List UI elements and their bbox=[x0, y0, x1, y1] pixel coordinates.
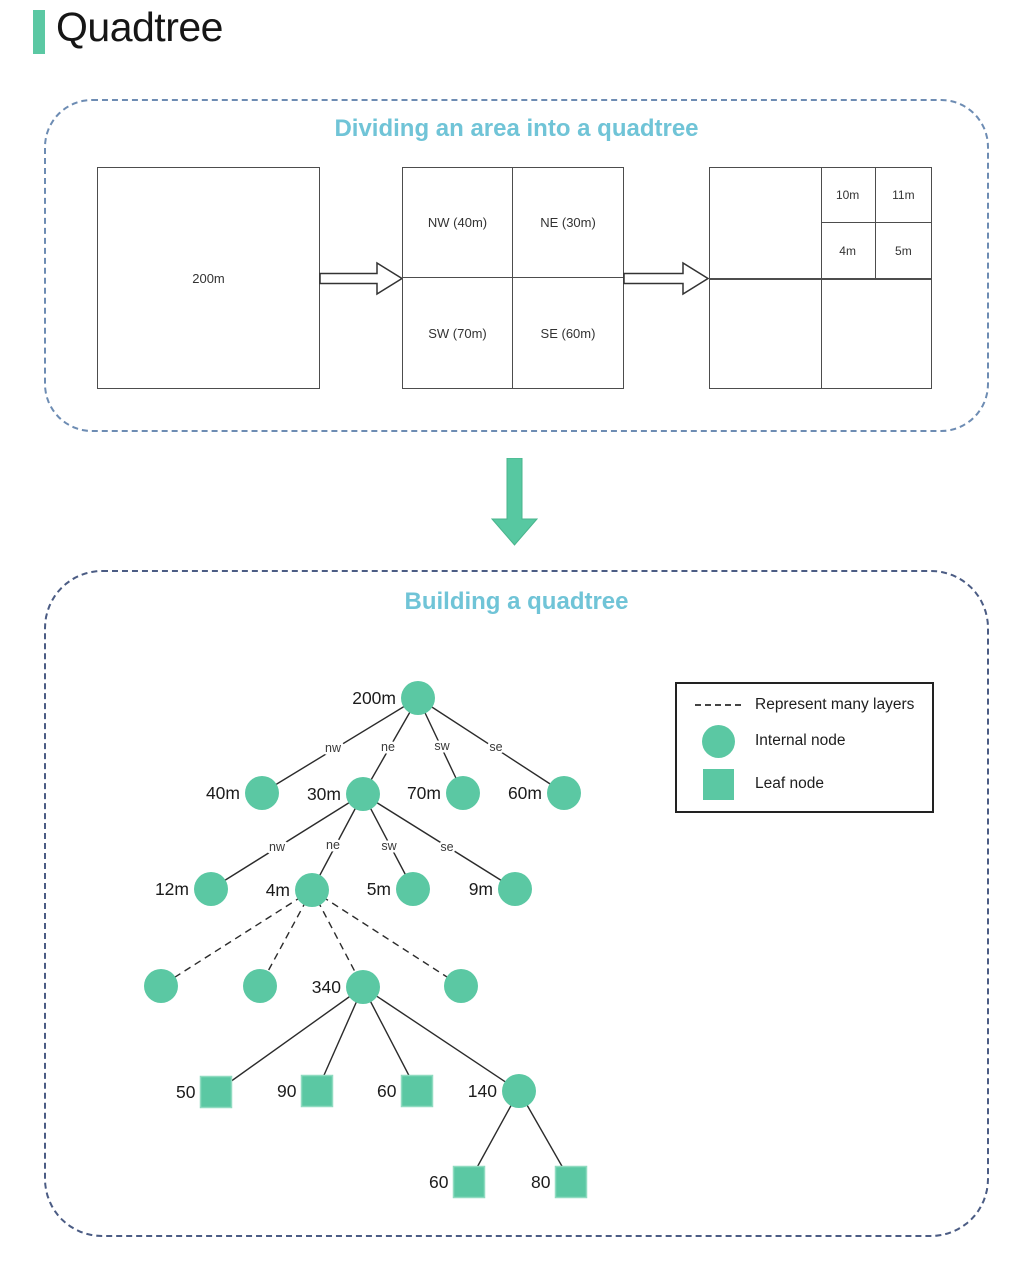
right-arrow-icon bbox=[623, 261, 710, 296]
building-panel-title: Building a quadtree bbox=[404, 588, 629, 615]
legend-row-internal-node: Internal node bbox=[687, 724, 922, 758]
quadrant-ne: NE (30m) bbox=[513, 168, 623, 278]
quadrant-sw: SW (70m) bbox=[403, 278, 513, 388]
legend: Represent many layers Internal node Leaf… bbox=[675, 682, 934, 813]
building-panel: Building a quadtree Represent many layer… bbox=[44, 570, 989, 1237]
subcell-10m: 10m bbox=[820, 168, 876, 223]
right-arrow-icon bbox=[319, 261, 404, 296]
subcell-11m: 11m bbox=[875, 168, 931, 223]
page-title: Quadtree bbox=[56, 4, 223, 50]
area-square-quadrants: NW (40m) NE (30m) SW (70m) SE (60m) bbox=[402, 167, 624, 389]
leaf-node-icon bbox=[687, 768, 749, 800]
legend-label: Represent many layers bbox=[755, 695, 915, 713]
area-square-200m: 200m bbox=[97, 167, 320, 389]
dashed-line-icon bbox=[687, 703, 749, 706]
quadrant-nw: NW (40m) bbox=[403, 168, 513, 278]
legend-label: Leaf node bbox=[755, 775, 824, 792]
subcell-4m: 4m bbox=[821, 223, 876, 278]
title-accent-bar bbox=[33, 10, 45, 54]
legend-row-leaf-node: Leaf node bbox=[687, 768, 922, 800]
quadrant-se: SE (60m) bbox=[540, 325, 596, 341]
legend-label: Internal node bbox=[755, 732, 846, 749]
subcell-5m: 5m bbox=[895, 243, 912, 258]
internal-node-icon bbox=[687, 724, 749, 758]
area-square-subdivided: 10m 11m 4m 5m bbox=[709, 167, 932, 389]
dividing-panel: Dividing an area into a quadtree 200m NW… bbox=[44, 99, 989, 432]
divider-horizontal bbox=[710, 278, 931, 280]
ne-subquadrants: 10m 11m 4m 5m bbox=[820, 168, 931, 278]
legend-row-many-layers: Represent many layers bbox=[687, 696, 922, 714]
area-square-200m-label: 200m bbox=[192, 270, 225, 286]
down-arrow-icon bbox=[491, 458, 539, 546]
dividing-panel-title: Dividing an area into a quadtree bbox=[334, 115, 699, 142]
